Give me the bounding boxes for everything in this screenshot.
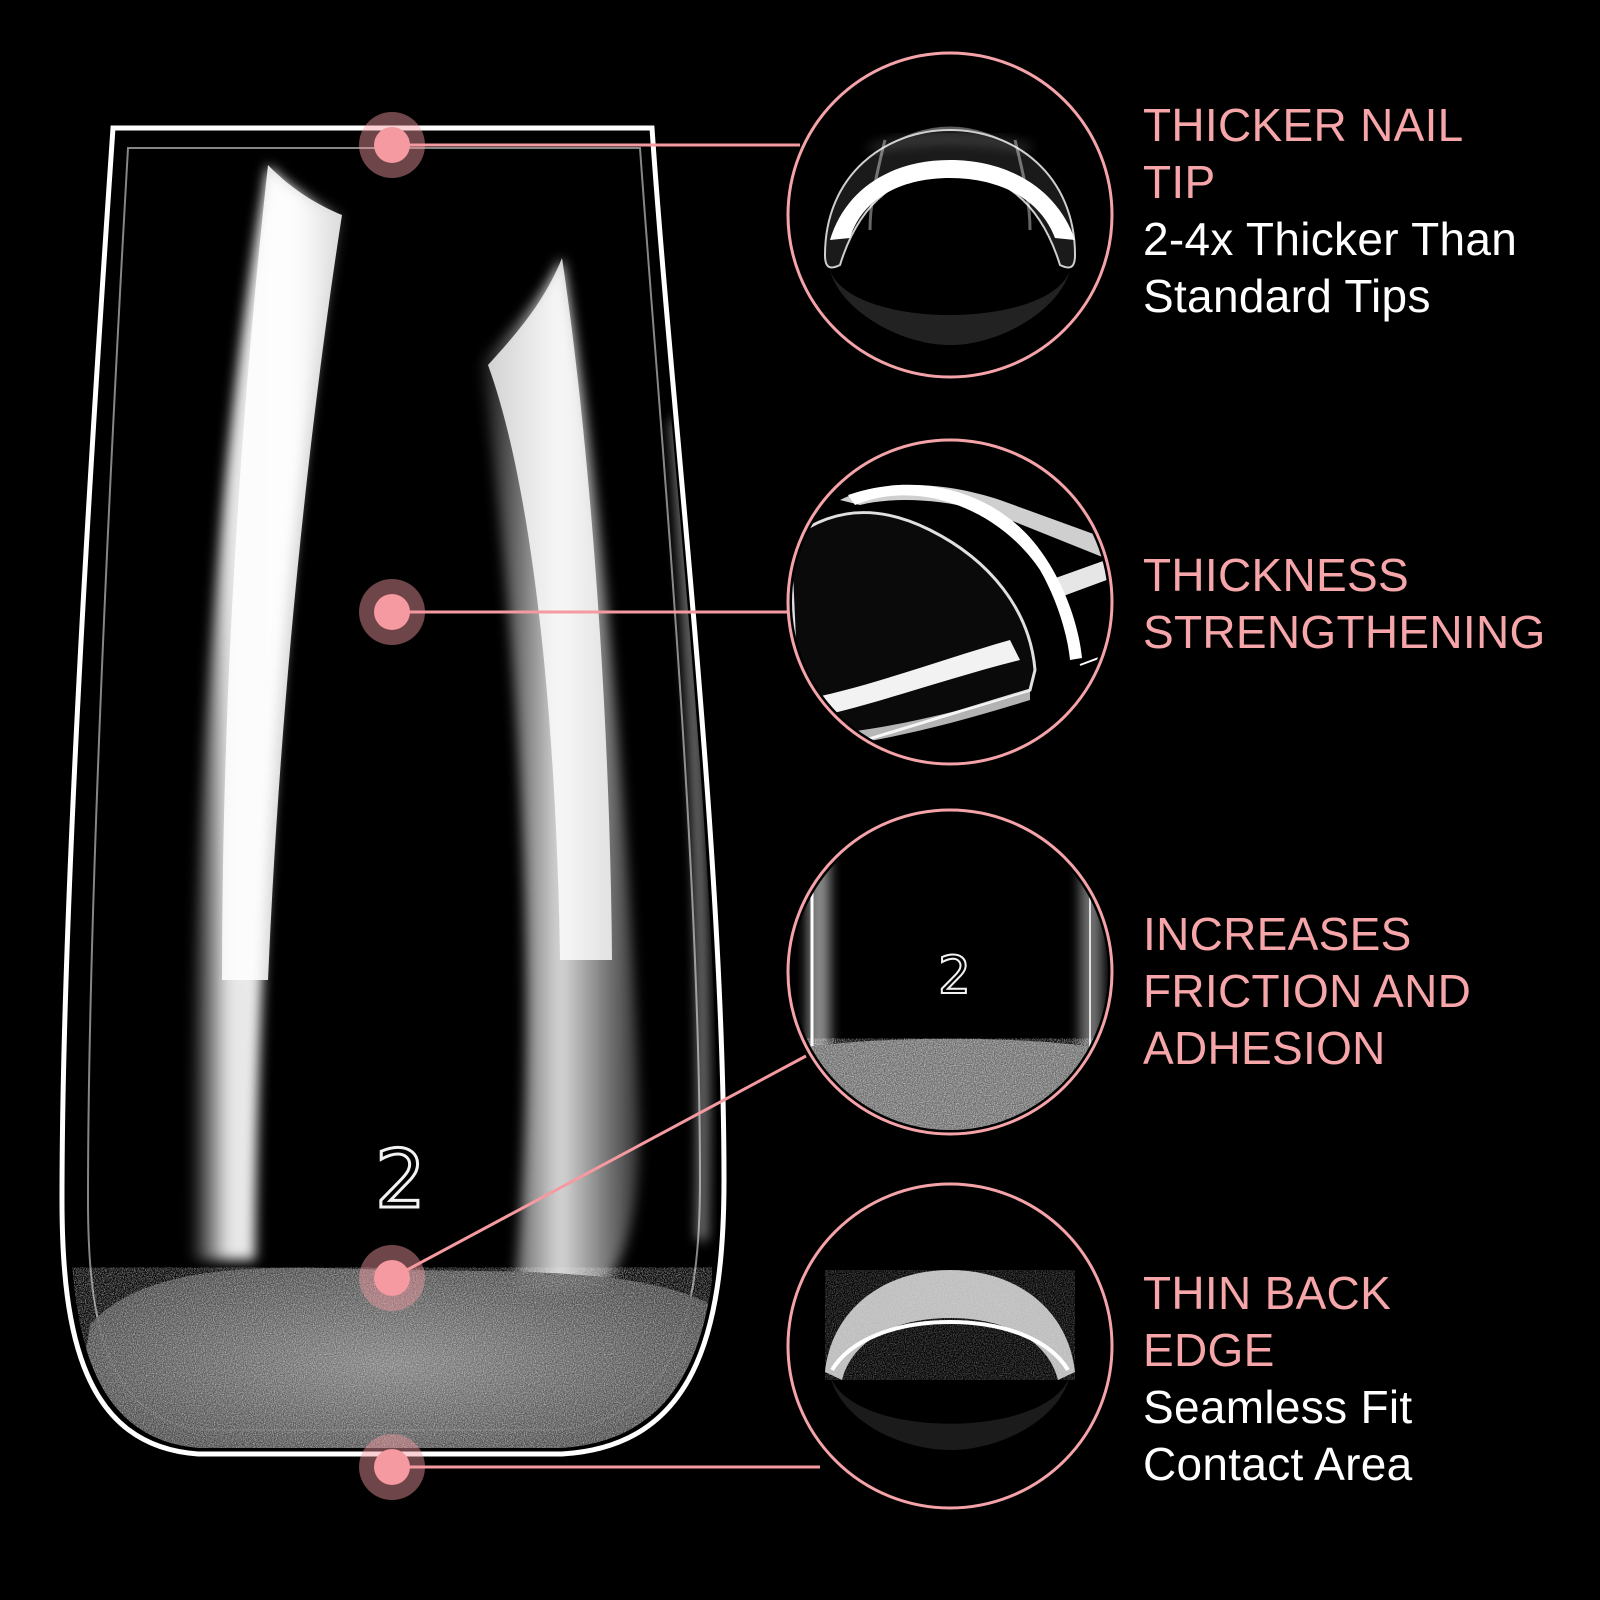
feature-thicker-tip: THICKER NAIL TIP 2-4x Thicker Than Stand… <box>1143 97 1517 325</box>
marker-dot-2 <box>359 579 425 645</box>
marker-dots <box>359 112 425 1500</box>
marker-dot-4 <box>359 1434 425 1500</box>
zoom-circle-strengthening <box>786 438 1114 766</box>
zoom-size-number: 2 <box>937 946 972 1006</box>
zoom-circle-thicker-tip <box>786 51 1114 379</box>
connector-lines <box>391 143 820 1469</box>
nail-size-number: 2 <box>374 1133 428 1226</box>
nail-tip <box>59 125 727 1457</box>
feature-strengthening: THICKNESS STRENGTHENING <box>1143 547 1546 661</box>
marker-dot-1 <box>359 112 425 178</box>
feature-title: THIN BACK EDGE <box>1143 1267 1392 1376</box>
connector-line-3 <box>391 1054 807 1280</box>
tip-thickness-band <box>830 160 1075 240</box>
feature-description: Seamless Fit Contact Area <box>1143 1381 1413 1490</box>
feature-thin-back-edge: THIN BACK EDGE Seamless Fit Contact Area <box>1143 1265 1413 1493</box>
marker-dot-3 <box>359 1245 425 1311</box>
feature-description: 2-4x Thicker Than Standard Tips <box>1143 213 1518 322</box>
feature-title: THICKER NAIL TIP <box>1143 99 1464 208</box>
zoom-circle-thin-edge <box>786 1182 1114 1510</box>
feature-title: INCREASES FRICTION AND ADHESION <box>1143 908 1472 1074</box>
feature-title: THICKNESS STRENGTHENING <box>1143 549 1546 658</box>
feature-friction: INCREASES FRICTION AND ADHESION <box>1143 906 1471 1077</box>
